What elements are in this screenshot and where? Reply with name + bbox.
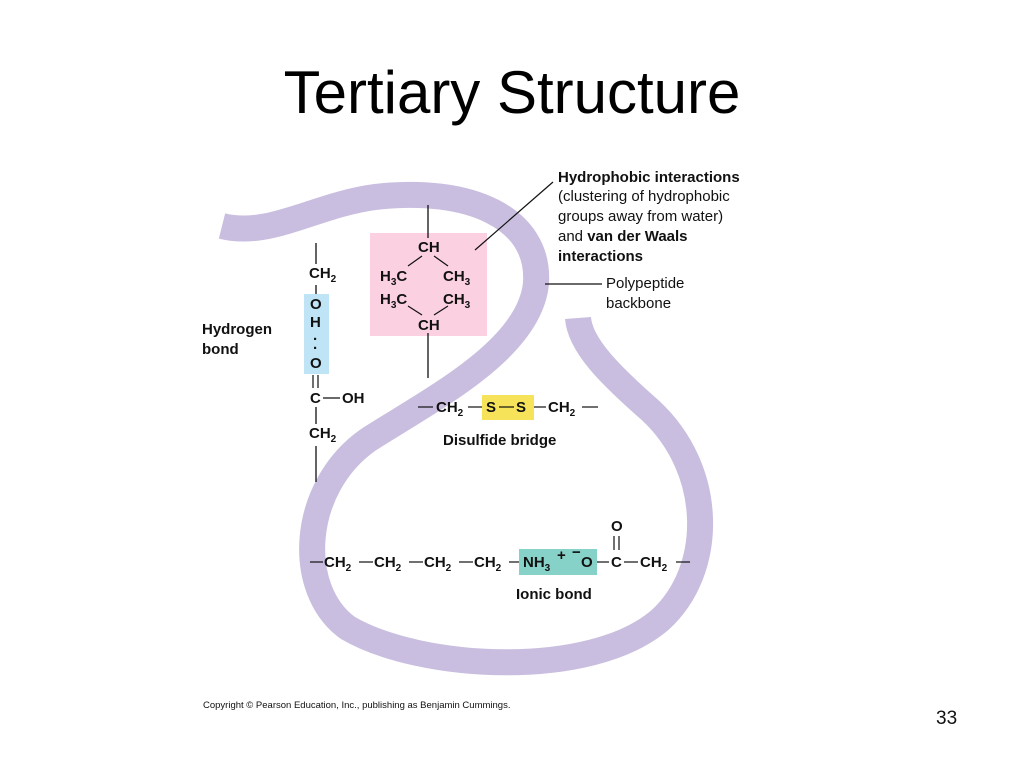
disulfide-ch2-right: CH2 [548, 399, 576, 419]
hbond-c: C [310, 390, 321, 407]
hydrophobic-bond-tr [433, 255, 449, 267]
ionic-plus: + [557, 547, 566, 564]
hbond-ch2-bottom: CH2 [309, 425, 337, 445]
hydrophobic-label-3: groups away from water) [558, 208, 723, 225]
hydrophobic-callout-line [474, 181, 554, 251]
hbond-h: H [310, 314, 321, 331]
hbond-dots: ·· [313, 331, 318, 357]
slide-number: 33 [936, 708, 958, 729]
hydrogen-bond-label-1: Hydrogen [202, 321, 272, 338]
hydrophobic-label-2: (clustering of hydrophobic [558, 188, 730, 205]
hydrophobic-ch-bottom: CH [418, 317, 440, 334]
slide-title: Tertiary Structure [283, 59, 741, 126]
ionic-ch2-d: CH2 [474, 554, 502, 574]
hydrophobic-ch3-1: CH3 [443, 268, 471, 288]
disulfide-s1: S [486, 399, 496, 416]
hydrophobic-highlight-box [370, 233, 487, 336]
ionic-ch2-c: CH2 [424, 554, 452, 574]
hbond-oh: OH [342, 390, 365, 407]
disulfide-s2: S [516, 399, 526, 416]
ionic-o-minus: O [581, 554, 593, 571]
ionic-ch2-a: CH2 [324, 554, 352, 574]
hbond-ch2-top: CH2 [309, 265, 337, 285]
hydrophobic-h3c-1: H3C [380, 268, 407, 288]
hydrogen-bond-highlight-box [304, 294, 329, 374]
hydrophobic-bond-tl [407, 255, 423, 267]
ionic-c: C [611, 554, 622, 571]
hydrophobic-label-4: and van der Waals [558, 228, 688, 245]
ionic-highlight-box [519, 549, 597, 575]
hydrophobic-label-5: interactions [558, 248, 643, 265]
ionic-nh3: NH3 [523, 554, 551, 574]
ionic-ch2-b: CH2 [374, 554, 402, 574]
polypeptide-backbone [218, 181, 714, 676]
hydrophobic-ch-top: CH [418, 239, 440, 256]
ionic-label: Ionic bond [516, 586, 592, 603]
hydrogen-bond-label-2: bond [202, 341, 239, 358]
disulfide-label: Disulfide bridge [443, 432, 556, 449]
hydrophobic-bond-br [433, 305, 449, 316]
hbond-o-bottom: O [310, 355, 322, 372]
hydrophobic-label-1: Hydrophobic interactions [558, 169, 740, 186]
hbond-o-top: O [310, 296, 322, 313]
ionic-o-top: O [611, 518, 623, 535]
hydrophobic-h3c-2: H3C [380, 291, 407, 311]
ionic-minus: − [572, 544, 581, 561]
hydrophobic-ch3-2: CH3 [443, 291, 471, 311]
backbone-label-1: Polypeptide [606, 275, 684, 292]
hydrophobic-bond-bl [407, 305, 423, 316]
copyright-notice: Copyright © Pearson Education, Inc., pub… [203, 700, 511, 711]
disulfide-ch2-left: CH2 [436, 399, 464, 419]
backbone-label-2: backbone [606, 295, 671, 312]
ionic-ch2-e: CH2 [640, 554, 668, 574]
